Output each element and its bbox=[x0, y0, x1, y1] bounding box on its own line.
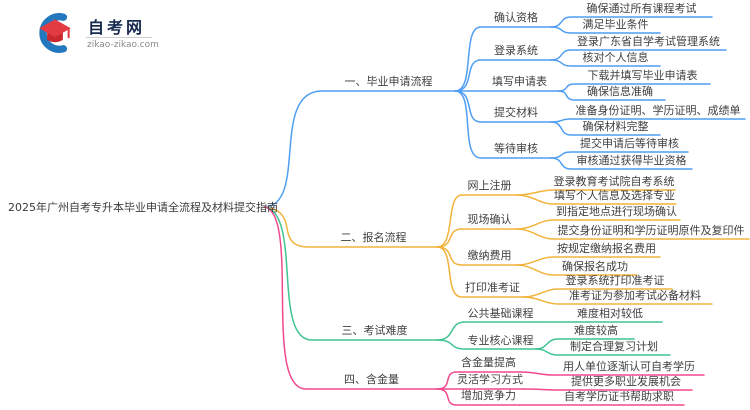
branch-label-1: 一、毕业申请流程 bbox=[344, 75, 433, 88]
leaf-item: 下载并填写毕业申请表 bbox=[587, 69, 698, 82]
leaf-item: 确保信息准确 bbox=[587, 85, 653, 98]
leaf-item: 用人单位逐渐认可自考学历 bbox=[563, 360, 695, 373]
leaf-item: 登录广东省自学考试管理系统 bbox=[577, 35, 720, 48]
sub-topic: 增加竞争力 bbox=[461, 389, 516, 402]
sub-topic: 填写申请表 bbox=[492, 75, 547, 88]
graduation-cap-logo-icon bbox=[39, 13, 71, 53]
leaf-item: 满足毕业条件 bbox=[582, 18, 649, 31]
logo-domain-text: zikao-zikao.com bbox=[87, 40, 159, 50]
logo-divider bbox=[86, 37, 152, 38]
leaf-item: 提供更多职业发展机会 bbox=[571, 375, 681, 388]
leaf-item: 按规定缴纳报名费用 bbox=[557, 242, 656, 255]
branch1-links bbox=[264, 16, 746, 208]
branch2-links bbox=[264, 189, 750, 305]
leaf-item: 难度较高 bbox=[574, 324, 618, 337]
sub-topic: 登录系统 bbox=[494, 44, 538, 57]
branch4-links bbox=[264, 206, 705, 406]
logo-title: 自考网 bbox=[88, 18, 146, 37]
leaf-item: 登录教育考试院自考系统 bbox=[553, 175, 675, 188]
leaf-item: 登录系统打印准考证 bbox=[565, 274, 665, 287]
sub-topic: 等待审核 bbox=[494, 142, 538, 155]
leaf-item: 审核通过获得毕业资格 bbox=[576, 154, 687, 167]
leaf-item: 制定合理复习计划 bbox=[570, 340, 658, 353]
leaf-item: 提交申请后等待审核 bbox=[580, 137, 679, 150]
leaf-item: 填写个人信息及选择专业 bbox=[554, 189, 675, 202]
branch-label-2: 二、报名流程 bbox=[340, 231, 407, 244]
sub-topic: 现场确认 bbox=[467, 213, 512, 226]
sub-topic: 缴纳费用 bbox=[467, 249, 512, 262]
sub-topic: 提交材料 bbox=[494, 106, 538, 119]
branch-label-3: 三、考试难度 bbox=[341, 324, 408, 337]
sub-topic: 灵活学习方式 bbox=[457, 373, 523, 386]
leaf-item: 提交身份证明和学历证明原件及复印件 bbox=[557, 224, 745, 237]
leaf-item: 到指定地点进行现场确认 bbox=[556, 205, 677, 218]
leaf-item: 准备身份证明、学历证明、成绩单 bbox=[575, 104, 741, 117]
sub-topic: 网上注册 bbox=[467, 179, 512, 192]
leaf-item: 确保材料完整 bbox=[582, 120, 649, 133]
sub-topic: 公共基础课程 bbox=[467, 307, 534, 320]
leaf-item: 准考证为参加考试必备材料 bbox=[569, 289, 701, 302]
sub-topic: 含金量提高 bbox=[461, 356, 516, 369]
leaf-item: 核对个人信息 bbox=[582, 51, 649, 64]
sub-topic: 确认资格 bbox=[494, 11, 538, 24]
leaf-item: 难度相对较低 bbox=[577, 307, 643, 320]
leaf-item: 自考学历证书帮助求职 bbox=[564, 390, 674, 403]
site-logo: 自考网 zikao-zikao.com bbox=[34, 10, 164, 58]
branch-label-4: 四、含金量 bbox=[344, 373, 399, 386]
leaf-item: 确保报名成功 bbox=[562, 260, 628, 273]
leaf-item: 确保通过所有课程考试 bbox=[586, 2, 697, 15]
sub-topic: 打印准考证 bbox=[465, 281, 520, 294]
root-topic: 2025年广州自考专升本毕业申请全流程及材料提交指南 bbox=[8, 201, 278, 214]
sub-topic: 专业核心课程 bbox=[467, 334, 534, 347]
branch3-links bbox=[264, 206, 671, 356]
